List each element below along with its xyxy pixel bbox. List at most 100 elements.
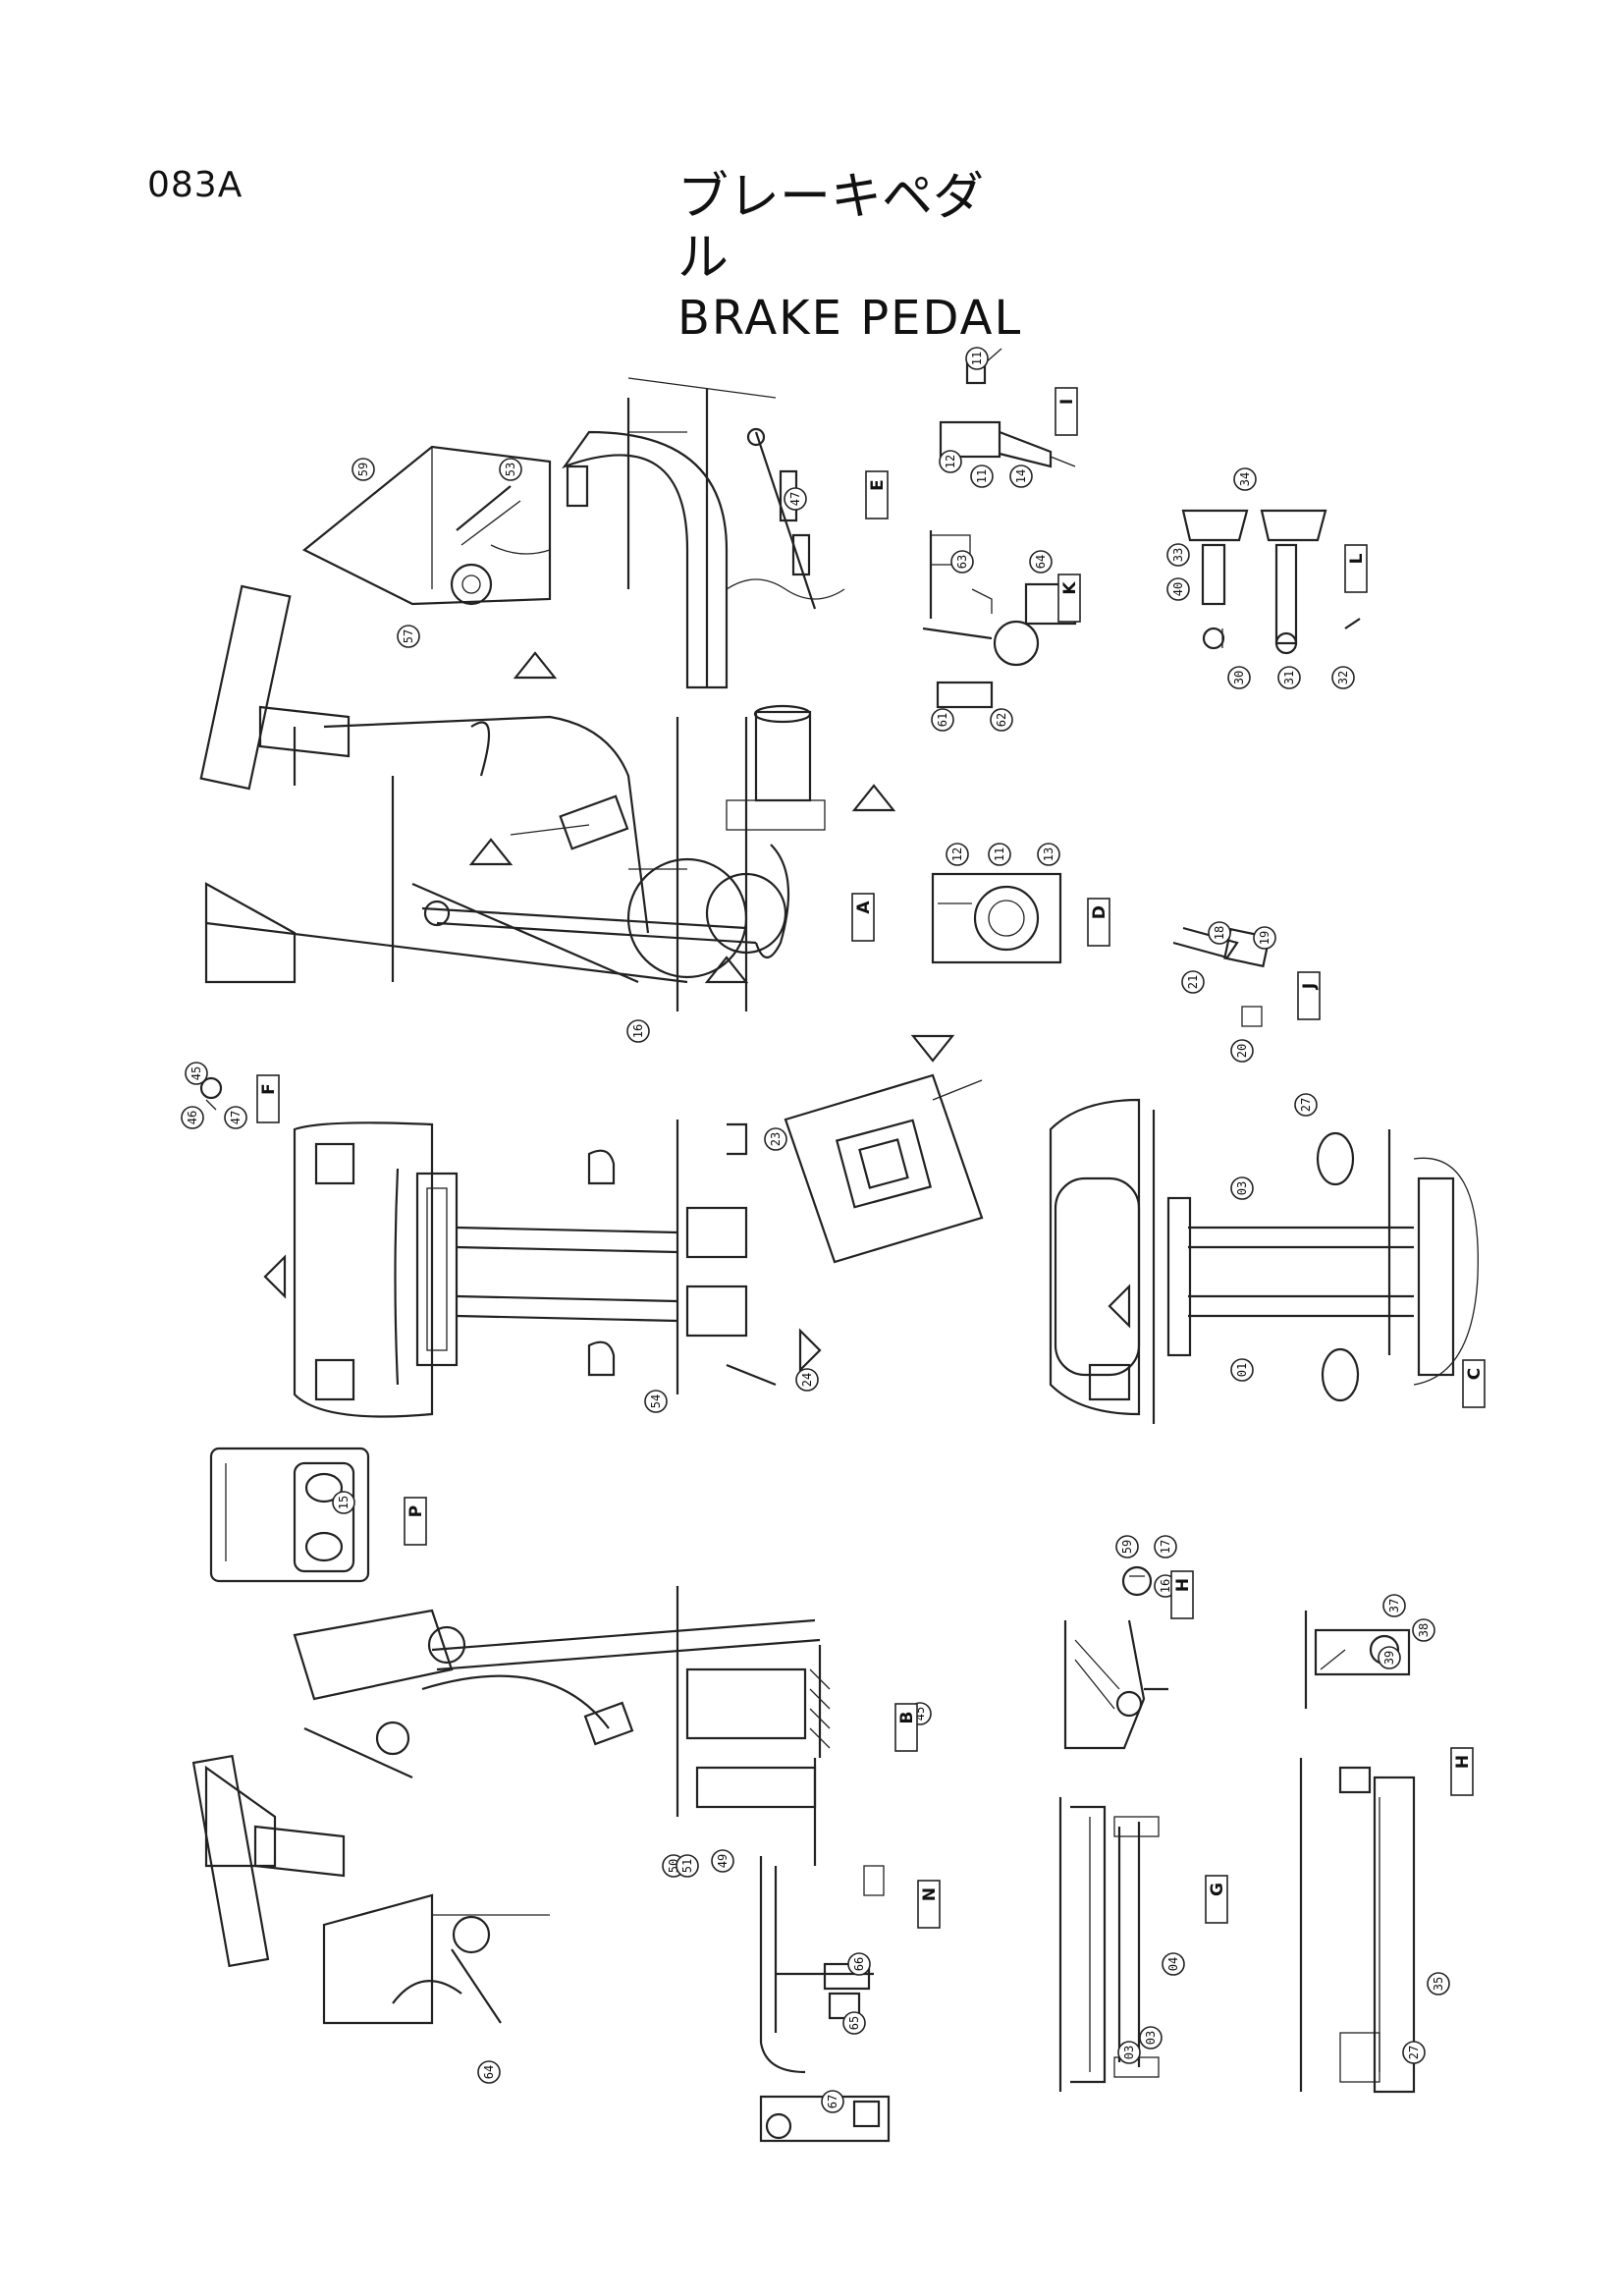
callout-number: 64 — [482, 2065, 496, 2079]
part-callout-59: 59 — [352, 458, 375, 481]
part-callout-54: 54 — [644, 1390, 668, 1413]
detail-letter: B — [897, 1712, 917, 1724]
callout-number: 23 — [769, 1132, 783, 1146]
callout-number: 30 — [1232, 671, 1246, 684]
part-callout-12: 12 — [946, 843, 969, 866]
detail-label-n: N — [917, 1880, 941, 1929]
callout-number: 47 — [229, 1111, 243, 1124]
part-callout-11: 11 — [988, 843, 1011, 866]
lower-pedal-side-view — [322, 1893, 550, 2025]
detail-label-f: F — [256, 1074, 280, 1123]
part-callout-59: 59 — [1115, 1535, 1139, 1558]
callout-number: 59 — [1120, 1540, 1134, 1554]
callout-number: 66 — [852, 1957, 866, 1971]
part-callout-47: 47 — [784, 487, 807, 511]
part-callout-38: 38 — [1412, 1618, 1435, 1642]
part-callout-61: 61 — [931, 708, 954, 732]
detail-d-assembly — [931, 872, 1062, 964]
callout-number: 67 — [826, 2095, 839, 2108]
part-callout-23: 23 — [764, 1127, 787, 1151]
detail-label-h: H — [1450, 1747, 1474, 1796]
callout-number: 24 — [800, 1373, 814, 1387]
detail-label-p: P — [404, 1497, 427, 1546]
callout-number: 20 — [1235, 1044, 1249, 1058]
part-callout-47: 47 — [224, 1106, 247, 1129]
callout-number: 37 — [1387, 1599, 1401, 1613]
callout-number: 39 — [1382, 1651, 1396, 1665]
part-callout-57: 57 — [397, 625, 420, 648]
callout-number: 45 — [189, 1066, 203, 1080]
detail-letter: P — [406, 1505, 426, 1517]
view-arrows — [263, 651, 1131, 1373]
part-callout-51: 51 — [676, 1854, 699, 1878]
title-japanese: ブレーキペダル — [677, 168, 985, 288]
detail-label-l: L — [1344, 544, 1368, 593]
callout-number: 27 — [1407, 2046, 1421, 2059]
callout-number: 54 — [649, 1394, 663, 1408]
part-callout-24: 24 — [795, 1368, 819, 1392]
part-callout-66: 66 — [847, 1952, 871, 1976]
part-callout-01: 01 — [1230, 1358, 1254, 1382]
callout-number: 32 — [1336, 671, 1350, 684]
detail-letter: L — [1347, 553, 1367, 564]
callout-number: 12 — [950, 847, 964, 861]
callout-number: 11 — [970, 352, 984, 365]
callout-number: 61 — [936, 713, 949, 727]
callout-number: 49 — [716, 1854, 730, 1868]
detail-letter: N — [920, 1887, 940, 1901]
callout-number: 11 — [975, 469, 989, 483]
detail-label-g: G — [1205, 1875, 1228, 1924]
callout-number: 53 — [504, 463, 517, 476]
part-callout-67: 67 — [821, 2090, 844, 2113]
detail-p-assembly — [209, 1447, 370, 1583]
callout-number: 46 — [186, 1111, 199, 1124]
callout-number: 13 — [1042, 847, 1055, 861]
callout-number: 18 — [1213, 926, 1226, 940]
title-block: ブレーキペダル BRAKE PEDAL — [677, 167, 1031, 348]
callout-number: 27 — [1299, 1098, 1313, 1112]
part-callout-35: 35 — [1427, 1972, 1450, 1995]
part-callout-04: 04 — [1162, 1952, 1185, 1976]
part-callout-63: 63 — [950, 550, 974, 574]
part-callout-18: 18 — [1208, 921, 1231, 945]
detail-label-c: C — [1462, 1359, 1486, 1408]
detail-g-assembly — [1058, 1797, 1160, 2092]
callout-number: 11 — [993, 847, 1006, 861]
title-english: BRAKE PEDAL — [677, 291, 1023, 346]
part-callout-27: 27 — [1402, 2041, 1426, 2064]
part-callout-64: 64 — [477, 2060, 501, 2084]
cab-top-view-right — [1049, 1098, 1479, 1424]
callout-number: 51 — [680, 1859, 694, 1873]
part-callout-32: 32 — [1331, 666, 1355, 689]
callout-number: 35 — [1432, 1977, 1445, 1991]
part-callout-03: 03 — [1117, 2041, 1141, 2064]
part-callout-11: 11 — [965, 347, 989, 370]
callout-number: 47 — [788, 492, 802, 506]
part-callout-16: 16 — [626, 1019, 650, 1043]
detail-letter: G — [1208, 1883, 1227, 1896]
pedal-side-view-top — [301, 398, 687, 606]
detail-letter: I — [1057, 399, 1077, 405]
detail-label-k: K — [1057, 574, 1081, 623]
callout-number: 40 — [1171, 582, 1185, 596]
detail-label-a: A — [851, 893, 875, 942]
part-callout-12: 12 — [939, 450, 962, 473]
callout-number: 21 — [1186, 975, 1200, 989]
part-callout-11: 11 — [970, 465, 994, 488]
part-callout-46: 46 — [181, 1106, 204, 1129]
part-callout-64: 64 — [1029, 550, 1053, 574]
callout-number: 16 — [631, 1024, 645, 1038]
callout-number: 03 — [1122, 2046, 1136, 2059]
detail-h-assembly-right — [1299, 1758, 1416, 2094]
callout-number: 38 — [1417, 1623, 1431, 1637]
detail-letter: J — [1300, 983, 1320, 990]
part-callout-39: 39 — [1378, 1646, 1401, 1669]
detail-label-e: E — [865, 470, 889, 519]
part-callout-27: 27 — [1294, 1093, 1318, 1117]
detail-letter: H — [1453, 1755, 1473, 1769]
callout-number: 14 — [1014, 469, 1028, 483]
callout-number: 57 — [402, 629, 415, 643]
detail-i-assembly — [939, 348, 1076, 468]
